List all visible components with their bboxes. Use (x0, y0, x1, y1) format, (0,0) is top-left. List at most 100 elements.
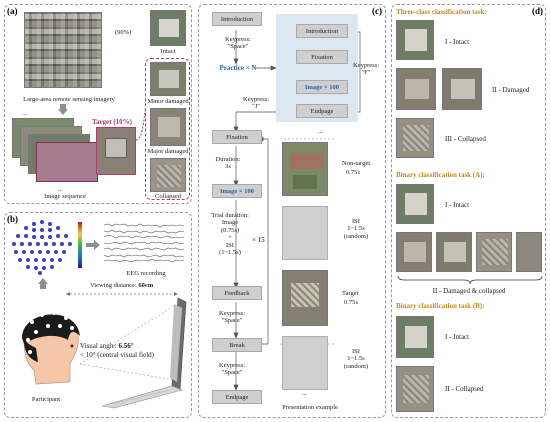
ba-image-3 (436, 232, 472, 272)
class-label-intact: Intact (160, 48, 176, 55)
bb-intact-image (396, 316, 434, 358)
pres-isi1-blank (282, 206, 328, 260)
bb-collapsed-image (396, 366, 434, 412)
trial-duration-label: Trial duration: (211, 212, 249, 219)
times-15-label: × 15 (252, 236, 265, 244)
bb-label-2: II - Collapsed (445, 385, 484, 393)
laptop (79, 297, 187, 409)
binary-a-title: Binary classification task (A): (396, 171, 485, 179)
ba-image-5 (516, 232, 542, 272)
viewing-distance-prefix: Viewing distance: (90, 282, 139, 289)
panel-a-label: (a) (7, 6, 18, 16)
trial-plus: + (228, 234, 232, 242)
class-label-minor: Minor damaged (147, 98, 189, 105)
keypress-j-label: Keypress: (243, 96, 269, 103)
pres-isi1-note: (random) (343, 232, 369, 240)
panel-c-label: (c) (372, 6, 382, 16)
duration-note: Duration: 3s (206, 156, 250, 171)
trial-duration-note: Trial duration: Image (0.75s) + ISI (1~1… (206, 212, 254, 257)
image-100-box: Image × 100 (212, 184, 262, 198)
keypress-j-value: "J" (252, 103, 260, 111)
feedback-box: Feedback (212, 286, 262, 300)
target-label: Target (10%) (92, 118, 132, 126)
viewing-distance-label: Viewing distance: 60cm (90, 282, 153, 289)
viewing-distance-line (66, 292, 178, 296)
pres-nontarget-time: 0.75s (346, 169, 360, 176)
color-scale-bar (78, 222, 82, 268)
visual-angle-value: 6.56° (118, 342, 134, 350)
sequence-dots-top: ... (22, 110, 27, 117)
keypress-label-2: Keypress: (219, 310, 245, 317)
trial-isi-time: (1~1.5s) (219, 249, 241, 257)
percent-90: (90%) (115, 29, 132, 36)
keypress-space-1: Keypress: "Space" (206, 36, 270, 51)
major-damaged-sample (150, 108, 186, 146)
large-area-imagery (24, 12, 102, 88)
eeg-recording-caption: EEG recording (126, 270, 166, 277)
inner-image-box: Image × 100 (296, 80, 348, 94)
participant-head (22, 311, 80, 385)
endpage-box: Endpage (212, 390, 262, 404)
sequence-frame-target (36, 142, 98, 182)
tc-damaged-image-2 (442, 68, 482, 110)
keypress-space-3: Keypress: "Space" (206, 362, 258, 377)
pres-target-label: Target (342, 290, 359, 297)
class-label-collapsed: Collapsed (155, 193, 181, 200)
participant-caption: Participant (31, 396, 61, 403)
pres-isi2-blank (282, 336, 328, 390)
inner-intro-box: Introduction (296, 24, 348, 38)
duration-value: 3s (225, 163, 231, 171)
keypress-f-label: Keypress: (353, 62, 379, 69)
right-arrow-eeg (86, 240, 100, 250)
ba-intact-image (396, 184, 434, 224)
ba-image-2 (396, 232, 432, 272)
inner-endpage-box: Endpage (296, 104, 348, 118)
pres-nontarget-image (282, 142, 328, 196)
ba-image-4 (476, 232, 512, 272)
keypress-f-value: "F" (361, 69, 371, 77)
tc-damaged-image-1 (396, 68, 436, 110)
sequence-dots-bottom: ... (58, 186, 63, 193)
trial-image-time: (0.75s) (220, 226, 240, 234)
tc-collapsed-image (396, 118, 434, 158)
pres-dots: ... (302, 390, 307, 397)
keypress-label-3: Keypress: (219, 362, 245, 369)
presentation-example-caption: Presentation example (282, 404, 338, 411)
viewing-distance-value: 60cm (138, 282, 154, 289)
inner-dots: ... (318, 128, 323, 135)
ba-label-1: I - Intact (445, 201, 470, 209)
panel-c (198, 4, 386, 418)
keypress-value-3: "Space" (221, 369, 243, 377)
target-zoom (96, 127, 136, 175)
inner-fixation-box: Fixation (296, 50, 348, 64)
trial-image-label: Image (221, 219, 239, 227)
brace (397, 275, 543, 285)
panel-b (4, 212, 192, 418)
pres-isi1-label: ISI (352, 218, 360, 225)
down-arrow (58, 104, 68, 115)
tc-label-1: I - Intact (445, 38, 470, 46)
pres-nontarget-label: Non-target (342, 160, 371, 167)
trial-isi-label: ISI (226, 241, 234, 249)
collapsed-sample (150, 158, 186, 192)
keypress-value-1: "Space" (227, 43, 249, 51)
pres-isi2-label: ISI (352, 348, 360, 355)
pres-isi2-time: 1~1.5s (347, 355, 365, 363)
panel-a (4, 4, 192, 204)
intro-box: Introduction (212, 12, 262, 26)
three-class-title: Three-class classification task: (396, 8, 487, 16)
electrode-map (12, 220, 72, 275)
pres-target-image (282, 270, 328, 326)
class-label-major: Major damaged (147, 148, 189, 155)
fixation-box: Fixation (212, 130, 262, 144)
keypress-j: Keypress: "J" (232, 96, 280, 111)
keypress-value-2: "Space" (221, 317, 243, 325)
tc-intact-image (396, 20, 434, 60)
keypress-label-1: Keypress: (225, 36, 251, 43)
ba-label-2: II - Damaged & collapsed (432, 287, 506, 295)
pres-isi2-note: (random) (343, 362, 369, 370)
pres-isi2: ISI 1~1.5s (random) (336, 348, 376, 370)
pres-isi1-time: 1~1.5s (347, 225, 365, 233)
duration-label: Duration: (215, 156, 241, 163)
intact-sample (150, 10, 186, 46)
